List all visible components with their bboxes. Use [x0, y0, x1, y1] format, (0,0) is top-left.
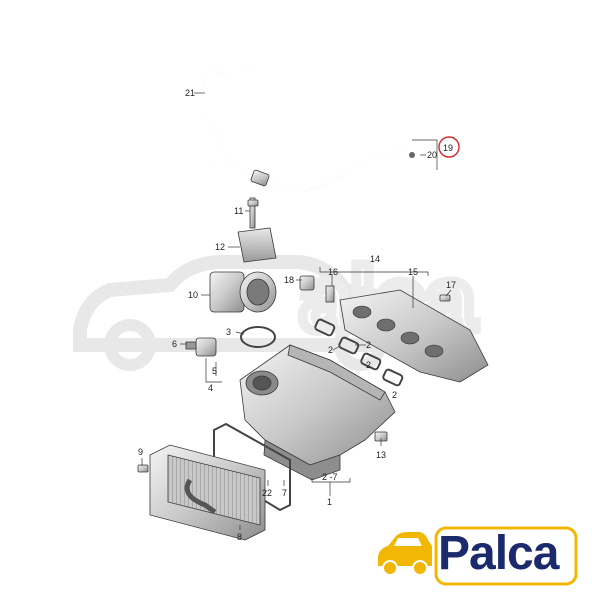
callout-labels: 21 19 20 11 12 14 16 15 18 17 10 3 6 5 4…: [138, 88, 456, 542]
vacuum-hose: [203, 67, 416, 193]
callout-8: 8: [237, 532, 242, 542]
callout-14: 14: [370, 254, 380, 264]
callout-10: 10: [188, 290, 198, 300]
charge-air-cooler: [149, 444, 266, 541]
callout-2-a: 2: [328, 345, 333, 355]
callout-2-c: 2: [366, 360, 371, 370]
logo-wordmark: Palca: [438, 527, 559, 580]
callout-20: 20: [427, 150, 437, 160]
leader-lines: [141, 92, 452, 530]
bolts: [137, 199, 451, 473]
callout-2-7: 2 -7: [322, 472, 338, 482]
callout-22: 22: [262, 488, 272, 498]
callout-7: 7: [282, 488, 287, 498]
highlight-circle: [438, 136, 460, 158]
callout-12: 12: [215, 242, 225, 252]
gasket-ring: [240, 326, 276, 348]
callout-16: 16: [328, 267, 338, 277]
callout-15: 15: [408, 267, 418, 277]
callout-13: 13: [376, 450, 386, 460]
palca-logo: [378, 526, 578, 586]
intake-gaskets: [314, 318, 404, 387]
callout-4: 4: [208, 383, 213, 393]
intake-runner-plate: [339, 289, 489, 383]
intake-manifold: [239, 344, 396, 481]
callout-2-b: 2: [366, 340, 371, 350]
callout-18: 18: [284, 275, 294, 285]
callout-6: 6: [172, 339, 177, 349]
position-sensor: [299, 275, 335, 303]
callout-9: 9: [138, 447, 143, 457]
callout-1: 1: [327, 497, 332, 507]
callout-2-d: 2: [392, 390, 397, 400]
callout-5: 5: [212, 366, 217, 376]
callout-21: 21: [185, 88, 195, 98]
pressure-sensor: [185, 337, 217, 357]
callout-3: 3: [226, 327, 231, 337]
car-icon: [378, 532, 432, 576]
callout-19: 19: [443, 143, 453, 153]
throttle-body: [209, 197, 277, 313]
callout-11: 11: [234, 206, 243, 216]
callout-17: 17: [446, 280, 456, 290]
